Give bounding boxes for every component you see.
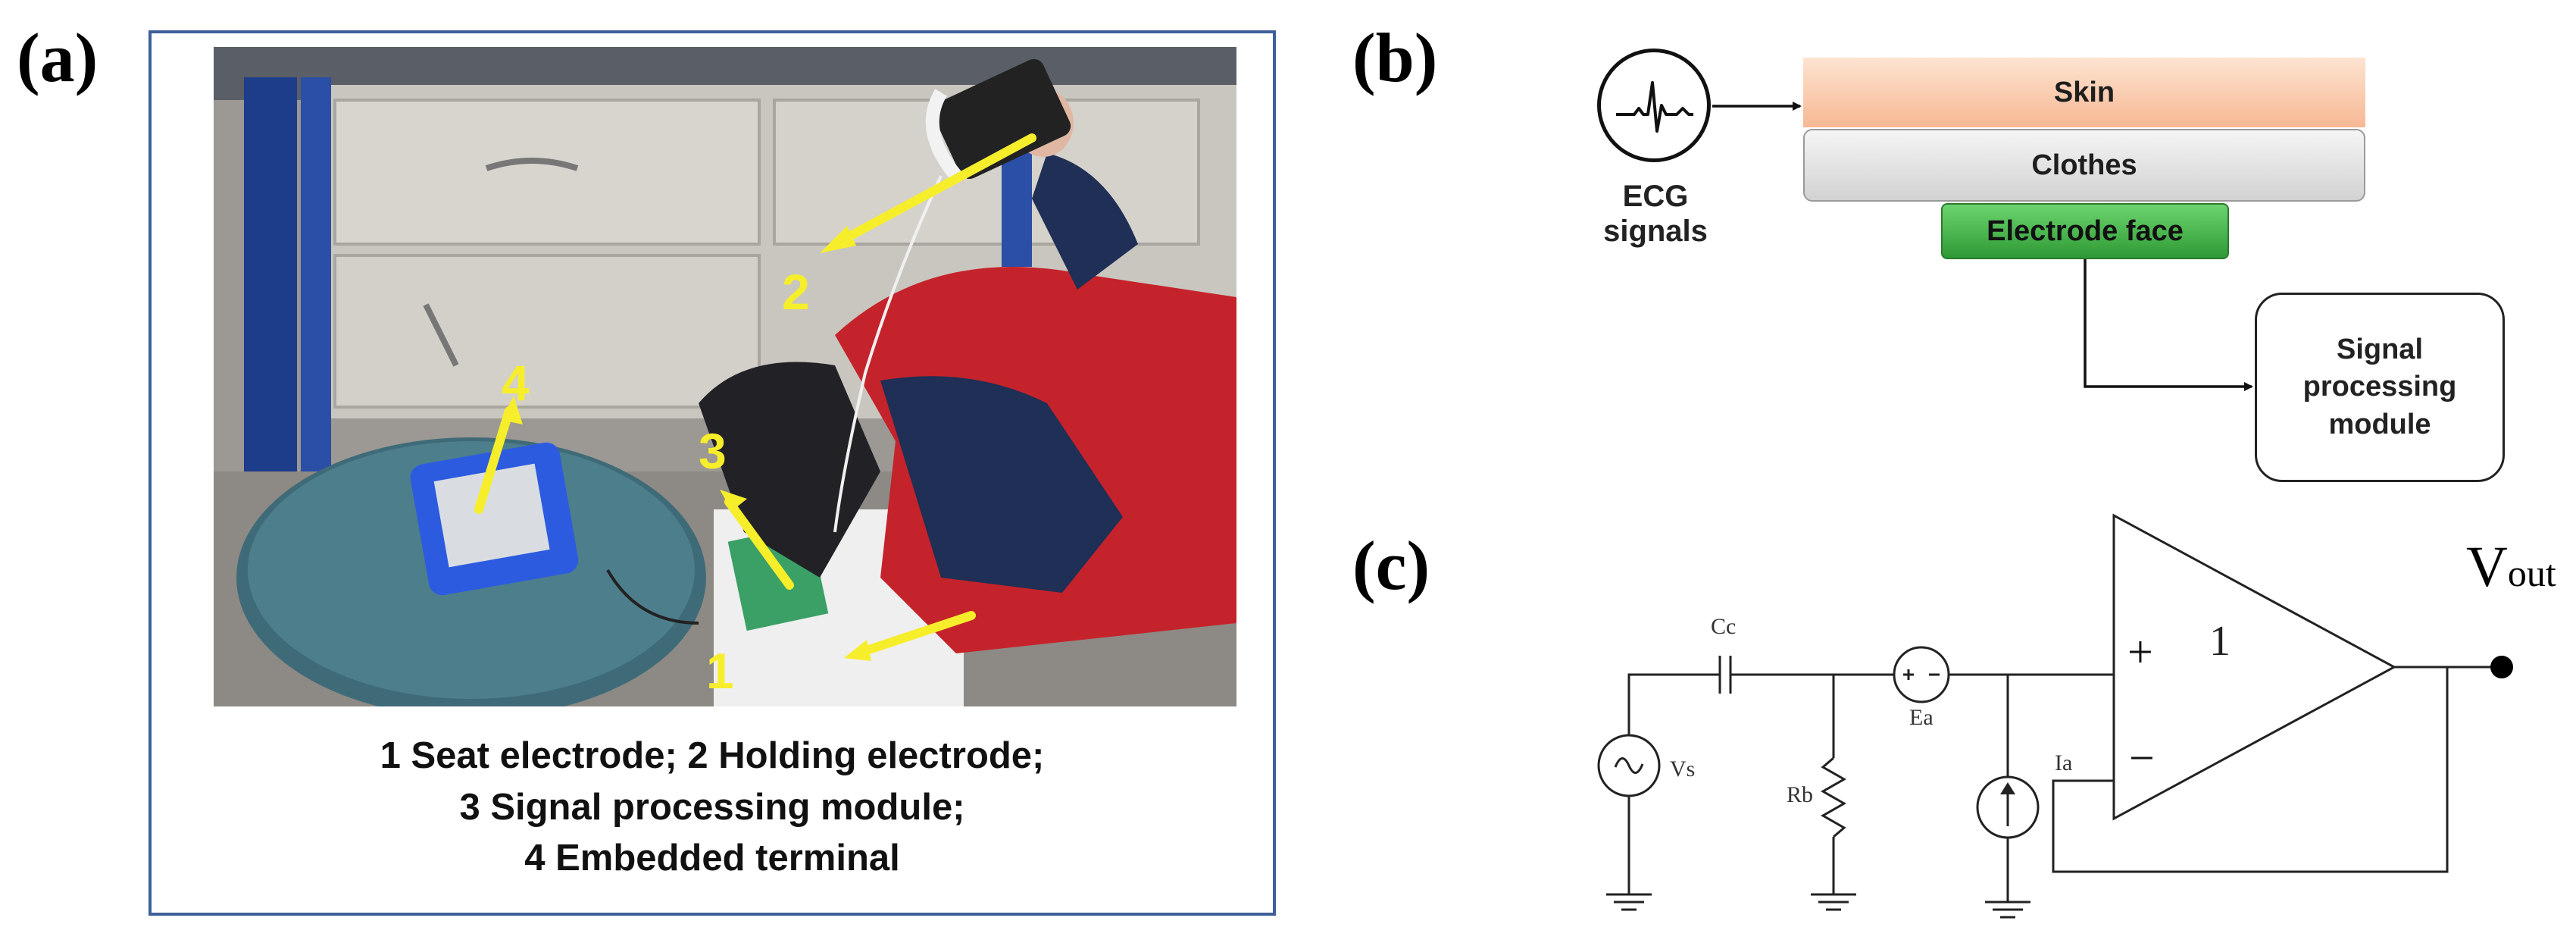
opamp-minus-input: − xyxy=(2129,733,2155,783)
caption-line-2: 3 Signal processing module; xyxy=(459,786,965,828)
ecg-icon xyxy=(1597,49,1711,162)
opamp-plus-input: + xyxy=(2127,627,2153,677)
clothes-layer: Clothes xyxy=(1803,129,2365,202)
module-label-line-2: processing xyxy=(2302,371,2457,403)
panel-label-a: (a) xyxy=(17,19,98,96)
ecg-label-line-2: signals xyxy=(1603,215,1708,248)
marker-signal-module: 3 xyxy=(699,423,727,479)
signal-processing-module-box: Signal processing module xyxy=(2255,293,2505,482)
vout-label: Vout xyxy=(2466,538,2556,596)
panel-label-b: (b) xyxy=(1352,19,1438,96)
caption-line-3: 4 Embedded terminal xyxy=(524,838,900,879)
marker-holding-electrode: 2 xyxy=(782,264,810,320)
photo-illustration xyxy=(214,47,1236,706)
signal-path-connectors xyxy=(1712,102,2253,391)
setup-photo-panel: 2 3 4 1 1 Seat electrode; 2 Holding elec… xyxy=(148,30,1276,916)
electrode-to-module-arrow xyxy=(2084,259,2253,391)
opamp-gain: 1 xyxy=(2209,618,2231,665)
label-ia: Ia xyxy=(2055,750,2073,775)
vout-subscript: out xyxy=(2507,552,2556,594)
electrode-face: Electrode face xyxy=(1941,203,2229,259)
caption-line-1: 1 Seat electrode; 2 Holding electrode; xyxy=(380,735,1045,776)
ground-symbols xyxy=(1606,893,2030,919)
module-label-line-3: module xyxy=(2328,408,2431,440)
marker-embedded-terminal: 4 xyxy=(502,355,530,411)
ecg-signals-label: ECG signals xyxy=(1576,179,1735,249)
marker-arrows xyxy=(474,133,1036,661)
setup-photo: 2 3 4 1 xyxy=(214,47,1236,706)
marker-seat-electrode: 1 xyxy=(706,643,734,699)
label-vs: Vs xyxy=(1670,756,1696,782)
label-rb: Rb xyxy=(1787,782,1814,807)
ecg-label-line-1: ECG xyxy=(1622,180,1689,213)
panel-label-c: (c) xyxy=(1352,527,1430,604)
circuit-schematic xyxy=(1597,513,2513,919)
vout-main: V xyxy=(2466,535,2508,599)
equivalent-circuit: Cc Ea Vs Rb Ia + − 1 Vout xyxy=(1576,485,2576,940)
photo-caption: 1 Seat electrode; 2 Holding electrode; 3… xyxy=(152,731,1273,885)
label-cc: Cc xyxy=(1711,614,1737,639)
module-label-line-1: Signal xyxy=(2336,333,2424,365)
signal-path-diagram: ECG signals Skin Clothes Electrode face … xyxy=(1576,30,2561,500)
skin-layer: Skin xyxy=(1803,58,2365,127)
label-ea: Ea xyxy=(1909,705,1934,730)
